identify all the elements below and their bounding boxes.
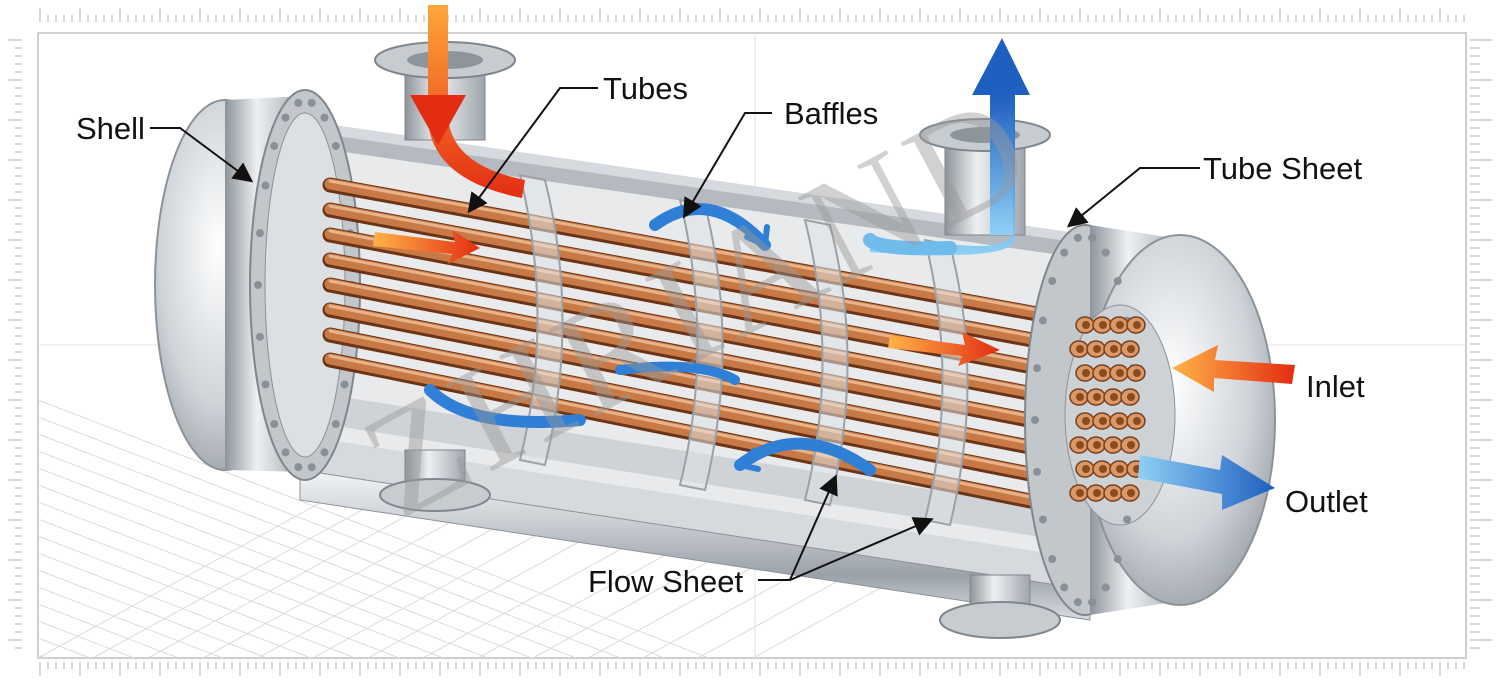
hot-inlet-arrow-right xyxy=(1172,345,1295,392)
hot-flow-arrow-right xyxy=(888,332,1000,366)
hot-flow-arrow-left xyxy=(373,230,480,264)
bottom-left-nozzle xyxy=(379,449,491,512)
left-head xyxy=(154,89,361,481)
label-outlet: Outlet xyxy=(1285,484,1368,519)
hot-inlet-arrow-top xyxy=(410,5,525,198)
label-tubes: Tubes xyxy=(603,71,688,106)
cold-flow-swirls xyxy=(424,203,957,476)
leader-lines xyxy=(150,87,1200,581)
label-shell: Shell xyxy=(76,111,145,146)
baffle-plates xyxy=(518,173,969,527)
label-tube-sheet: Tube Sheet xyxy=(1203,151,1363,186)
label-flow-sheet: Flow Sheet xyxy=(588,564,743,599)
cold-outlet-arrow-right xyxy=(1138,455,1275,510)
right-head xyxy=(1024,224,1276,616)
cold-outlet-arrow-top xyxy=(870,38,1030,256)
label-baffles: Baffles xyxy=(784,96,878,131)
label-inlet: Inlet xyxy=(1306,369,1365,404)
bottom-right-nozzle xyxy=(939,574,1061,639)
